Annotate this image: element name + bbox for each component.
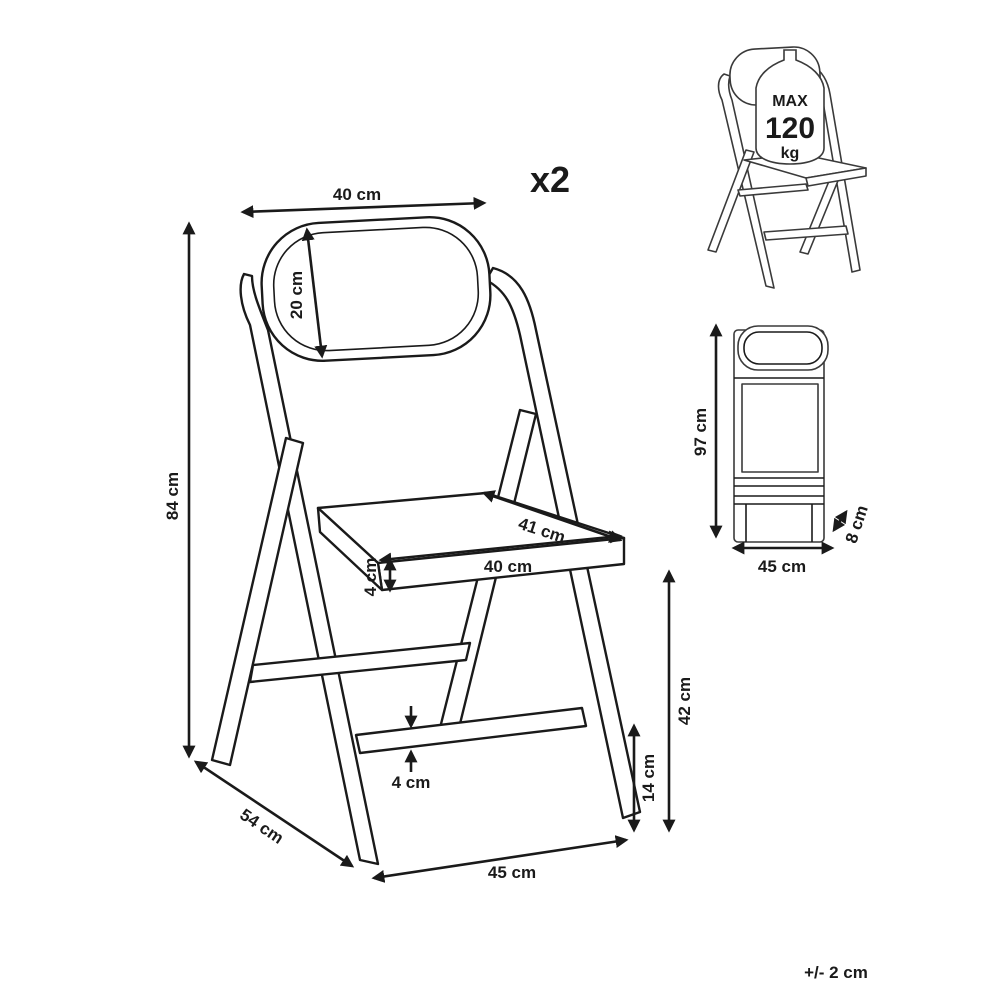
dim-width: [371, 835, 629, 883]
load-rear-left-upright: [717, 73, 775, 289]
load-max-label: MAX: [772, 93, 808, 110]
load-front-left-leg: [707, 149, 755, 253]
tolerance-label: +/- 2 cm: [804, 963, 868, 982]
dim-backrest-width: [240, 196, 487, 219]
quantity-label: x2: [530, 159, 570, 200]
label-backrest-width: 40 cm: [333, 185, 381, 204]
front-left-leg: [210, 436, 305, 767]
folded-chair-drawing: [733, 325, 829, 543]
rear-stretcher: [248, 641, 472, 684]
folded-backrest-inner: [743, 331, 823, 365]
load-max-value: 120: [765, 112, 815, 145]
label-seat-width: 40 cm: [484, 557, 532, 576]
label-folded-height: 97 cm: [691, 408, 710, 456]
label-width: 45 cm: [488, 863, 536, 882]
dim-seat-width: [378, 530, 623, 566]
label-backrest-height: 20 cm: [287, 271, 306, 319]
label-stretcher-thickness: 4 cm: [392, 773, 431, 792]
label-total-height: 84 cm: [163, 472, 182, 520]
dim-folded-thickness: [832, 509, 848, 533]
label-stretcher-height: 14 cm: [639, 754, 658, 802]
seat-side-edge: [316, 506, 384, 592]
load-capacity-drawing: MAX 120 kg: [707, 46, 867, 289]
label-seat-height: 42 cm: [675, 677, 694, 725]
backrest-inner: [272, 226, 480, 352]
label-folded-thickness: 8 cm: [842, 503, 872, 546]
weight-bottle-icon: [755, 49, 825, 165]
label-folded-width: 45 cm: [758, 557, 806, 576]
load-rear-stretcher: [737, 183, 809, 197]
front-stretcher: [354, 706, 588, 755]
dim-backrest-height: [301, 227, 328, 359]
load-seat-edge: [805, 167, 867, 187]
dim-depth: [193, 760, 355, 868]
label-seat-thickness: 4 cm: [361, 558, 380, 597]
main-dimensions: 40 cm 20 cm 84 cm 41 cm 40 cm 4 cm 42 cm…: [163, 185, 694, 883]
load-max-unit: kg: [781, 145, 800, 162]
folded-backrest: [737, 325, 829, 371]
main-chair-drawing: [210, 215, 642, 866]
folded-seat-panel: [741, 383, 819, 473]
load-front-stretcher: [763, 225, 849, 241]
label-depth: 54 cm: [236, 805, 287, 848]
